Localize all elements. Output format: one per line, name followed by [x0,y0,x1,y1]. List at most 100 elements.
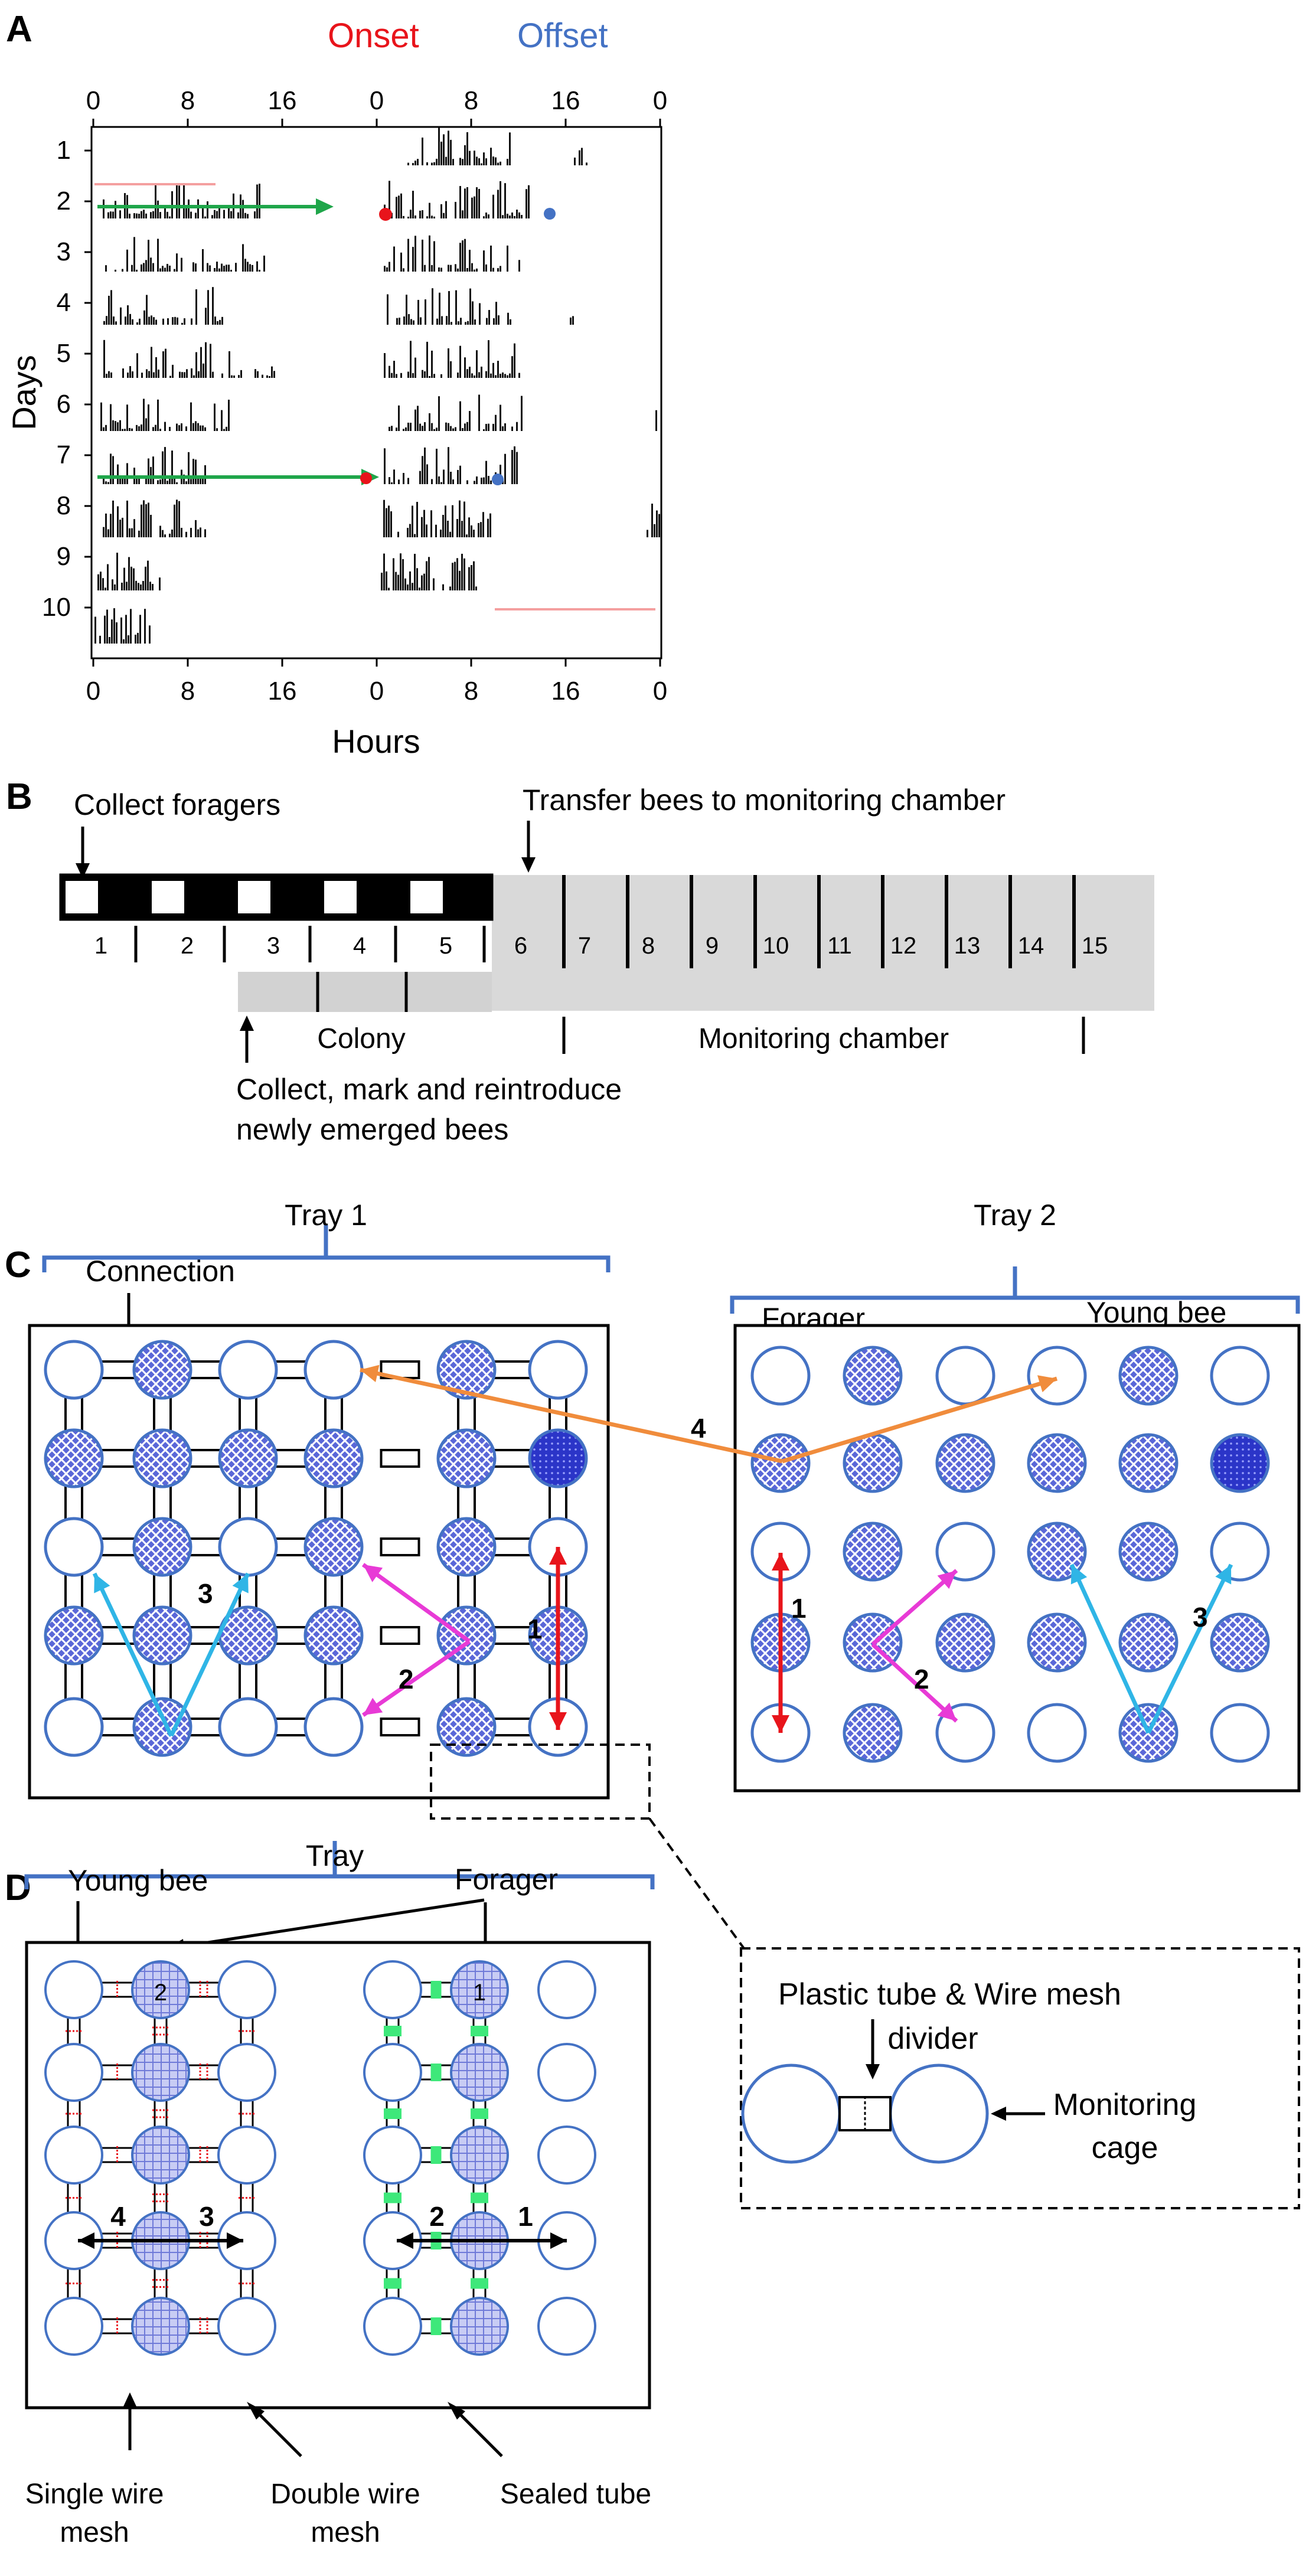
activity-bar [424,265,426,272]
activity-bar [240,370,242,378]
activity-bar [171,529,173,537]
activity-bar [507,159,508,165]
single-wire-arrowhead [123,2392,137,2408]
activity-bar [471,525,472,537]
activity-bar [455,290,457,325]
activity-bar [402,559,404,590]
pair2-arrow-down-t2 [871,1643,958,1723]
activity-bar [129,366,131,378]
activity-bar [384,448,386,484]
activity-bar [445,201,447,218]
activity-bar [446,316,448,325]
forager-cage [935,1612,995,1673]
activity-bar [169,533,171,537]
panel-c: C Tray 1 Tray 2 Connection Forager Young… [5,1199,1301,2209]
connection-tube [153,1394,172,1434]
activity-bar [105,481,107,484]
activity-bar [174,269,175,272]
day-number: 13 [954,933,981,959]
tray2-cages [750,1346,1270,1763]
activity-bar [489,513,491,537]
activity-bar [159,479,161,484]
activity-bar [518,212,520,218]
activity-bar [407,162,409,165]
connection-tube [239,1483,257,1523]
forager-cage [303,1428,364,1488]
activity-bar [490,245,492,272]
forager-cage [131,2043,190,2102]
collect-mark-line-2: newly emerged bees [236,1113,508,1146]
sealed-plug [430,2317,442,2335]
activity-bar [214,316,216,325]
activity-bar [122,269,123,272]
activity-bar [473,561,475,590]
activity-bar [230,269,232,272]
pair4-arrow-right [781,1376,1058,1464]
activity-bar [176,253,178,272]
connection-tube [380,1449,420,1468]
activity-bar [145,504,147,537]
activity-bar [107,482,109,484]
activity-bar [185,426,187,431]
activity-bar [490,373,492,378]
activity-bar [440,267,442,272]
activity-bar [471,373,473,378]
activity-bar [131,428,133,431]
activity-bar [431,479,433,484]
activity-bar [176,183,178,218]
activity-bar [176,482,178,484]
arrow-label-4: 4 [110,2201,126,2232]
forager-cage [528,1428,588,1488]
pair4-arrow-left [360,1367,783,1464]
activity-bar [235,263,237,272]
activity-bar [148,371,150,378]
activity-bar [190,211,192,218]
activity-bar [244,213,246,218]
young-bee-cage [935,1522,995,1582]
activity-bar [159,577,161,590]
activity-bar [122,368,124,378]
young-bee-cage [217,2043,276,2102]
activity-bar [507,245,508,272]
activity-bar [122,429,123,431]
activity-bar [440,141,442,165]
day-phase [410,881,443,913]
activity-bar [490,148,492,165]
activity-bar [102,578,104,590]
daynight-outline [59,873,494,921]
activity-bar [148,404,149,431]
cage-number: 2 [154,1980,167,2006]
activity-bar [125,615,127,644]
activity-bar [504,453,506,484]
day-number: 11 [827,933,852,959]
pair2-arrow-up-t2 [871,1569,958,1646]
connection-tube [64,1483,83,1523]
activity-bar [488,423,489,431]
double-wire-arrow [254,2409,302,2457]
activity-bar [185,207,187,218]
activity-bar [119,520,121,537]
forager-cage [218,1428,278,1488]
activity-bar [420,317,422,325]
activity-bar [247,214,249,218]
activity-bar [107,212,109,218]
panel-a: A Onset Offset 0088161600881616001234567… [5,9,667,760]
pair-number: 4 [691,1413,706,1444]
activity-bar [152,456,154,484]
activity-bar [572,316,574,325]
activity-bar [144,609,146,644]
onset-dot-day-2 [379,208,392,221]
activity-bar [136,269,138,272]
activity-bar [481,163,482,165]
activity-bar [152,584,154,590]
collect-mark-arrowhead [240,1016,254,1031]
forager-cage [450,2043,509,2102]
activity-bar [141,264,142,272]
tray2-title: Tray 2 [974,1199,1056,1232]
activity-bar [488,476,489,484]
activity-bar [162,351,164,378]
activity-bar [131,528,133,537]
activity-bar [397,574,399,590]
day-number: 2 [181,933,194,959]
activity-bar [386,267,388,272]
